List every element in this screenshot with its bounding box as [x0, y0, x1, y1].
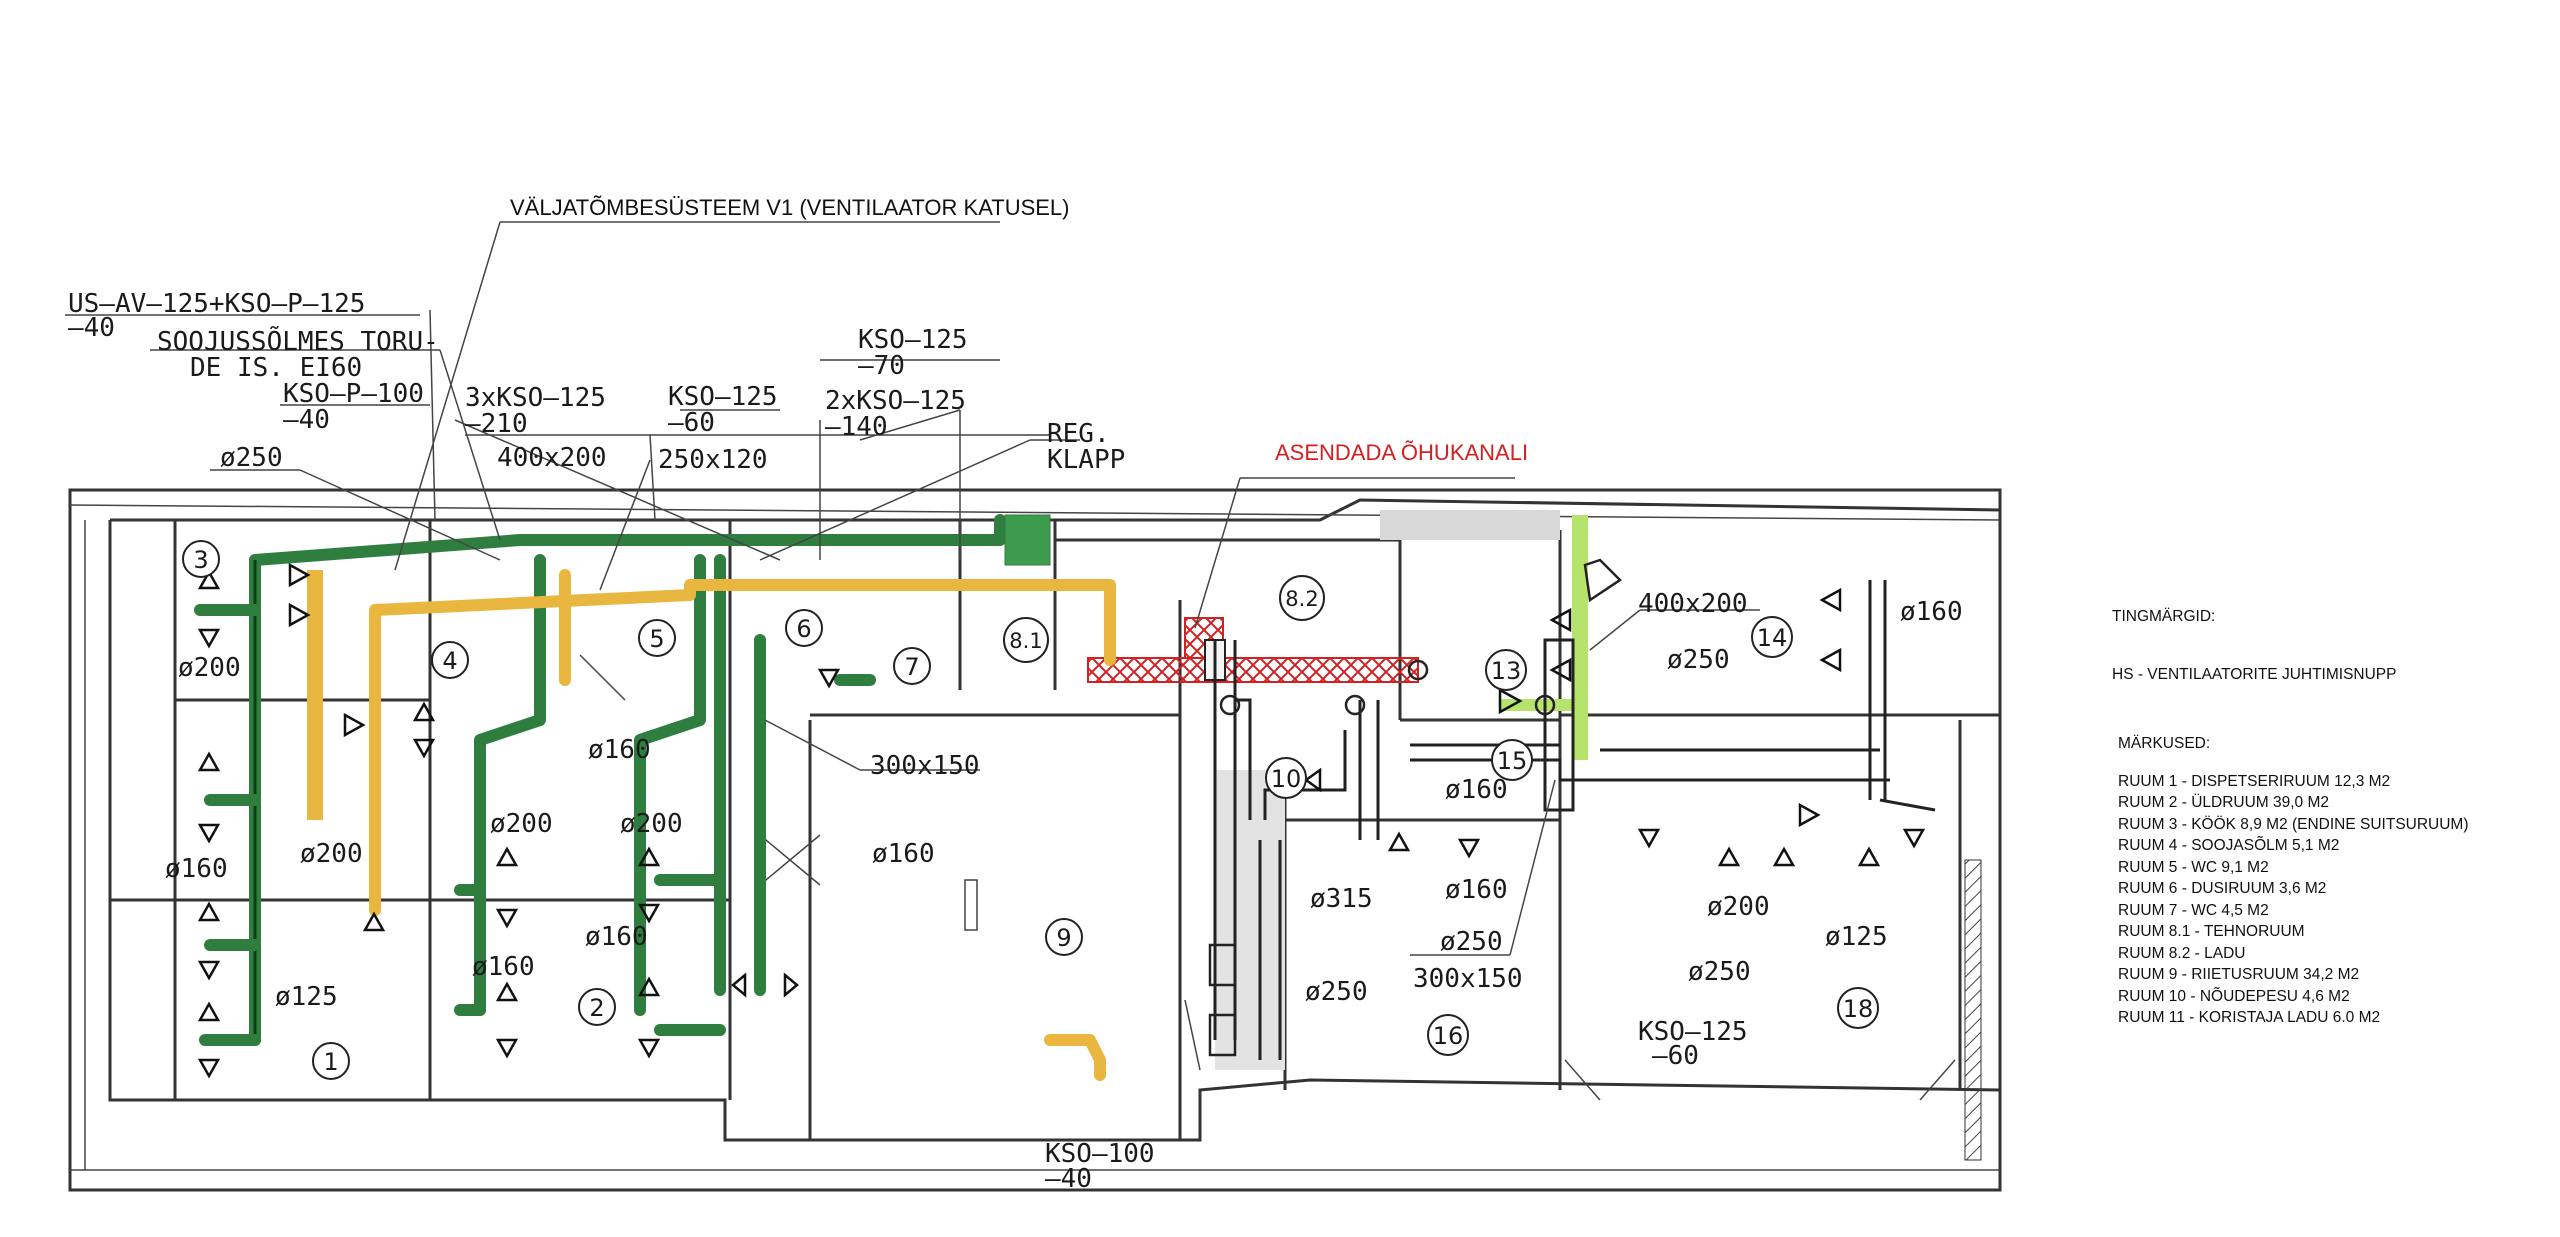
dim-d200-d: ø200	[620, 809, 683, 839]
dim-d250-c: ø250	[1440, 927, 1503, 957]
dim-kso70-2: –70	[858, 351, 905, 381]
dim-kso-p100-2: –40	[283, 405, 330, 435]
dim-kso100-1: KSO–100	[1045, 1139, 1155, 1169]
room-tags: 3 4 5 6 7 8.1 8.2 9 10 13 14 15 16 18 1 …	[182, 540, 1879, 1080]
dim-us-av-2: –40	[68, 313, 115, 343]
dim-d160-d: ø160	[472, 952, 535, 982]
dim-us-av-1: US–AV–125+KSO–P–125	[68, 289, 365, 319]
dim-400x200-b: 400x200	[1638, 589, 1748, 619]
legend-item: RUUM 7 - WC 4,5 M2	[2118, 901, 2269, 919]
dim-3xkso-2: –210	[465, 409, 528, 439]
dim-kso60-1: KSO–125	[668, 382, 778, 412]
replace-duct-note: ASENDADA ÕHUKANALI	[1275, 440, 1528, 465]
system-title: VÄLJATÕMBESÜSTEEM V1 (VENTILAATOR KATUSE…	[510, 195, 1070, 220]
dim-kso140-1: 2xKSO–125	[825, 386, 966, 416]
dim-d160-f: ø160	[1900, 597, 1963, 627]
room-tag-3: 3	[193, 546, 208, 574]
legend-item: RUUM 2 - ÜLDRUUM 39,0 M2	[2118, 794, 2330, 811]
dim-d200-c: ø200	[490, 809, 553, 839]
dim-d250-b: ø250	[1667, 645, 1730, 675]
dim-300x150-a: 300x150	[870, 751, 980, 781]
legend-panel: TINGMÄRGID: HS - VENTILAATORITE JUHTIMIS…	[2112, 606, 2552, 1029]
legend-markused: MÄRKUSED:	[2118, 735, 2211, 752]
yellow-supply-ducts	[307, 569, 1116, 1081]
dim-3xkso-1: 3xKSO–125	[465, 383, 606, 413]
dim-d315: ø315	[1310, 884, 1373, 914]
dim-d250-a: ø250	[220, 443, 283, 473]
legend-item: RUUM 6 - DUSIRUUM 3,6 M2	[2118, 880, 2327, 897]
room-tag-5: 5	[649, 625, 664, 653]
dim-250x120: 250x120	[658, 445, 768, 475]
dim-kso140-2: –140	[825, 412, 888, 442]
legend-item: RUUM 9 - RIIETUSRUUM 34,2 M2	[2118, 966, 2360, 983]
dim-d200-e: ø200	[1707, 892, 1770, 922]
dim-d160-h: ø160	[1445, 875, 1508, 905]
room-tag-9: 9	[1056, 924, 1071, 952]
legend-hs: HS - VENTILAATORITE JUHTIMISNUPP	[2112, 665, 2397, 683]
room-tag-14: 14	[1757, 624, 1788, 652]
dim-kso-p100-1: KSO–P–100	[283, 379, 424, 409]
dim-sooj-1: SOOJUSSÕLMES TORU-	[157, 325, 439, 357]
room-tag-6: 6	[796, 615, 811, 643]
dim-d250-e: ø250	[1688, 957, 1751, 987]
legend-item: RUUM 8.2 - LADU	[2118, 944, 2246, 962]
dim-300x150-b: 300x150	[1413, 964, 1523, 994]
room-tag-18: 18	[1843, 995, 1874, 1023]
legend-item: RUUM 8.1 - TEHNORUUM	[2118, 923, 2305, 940]
dim-reg-1: REG.	[1047, 419, 1110, 449]
dim-kso70-1: KSO–125	[858, 325, 968, 355]
room-tag-10: 10	[1271, 765, 1302, 793]
dim-d160-g: ø160	[1445, 775, 1508, 805]
room-tag-16: 16	[1433, 1022, 1464, 1050]
air-terminal-symbols	[197, 562, 1926, 1079]
dim-400x200-a: 400x200	[497, 443, 607, 473]
legend-item: RUUM 3 - KÖÖK 8,9 M2 (ENDINE SUITSURUUM)	[2118, 815, 2469, 833]
dim-kso100-2: –40	[1045, 1164, 1092, 1194]
black-ducts	[1208, 558, 1936, 1060]
leader-lines	[65, 221, 1760, 956]
dim-kso60b-2: –60	[1652, 1041, 1699, 1071]
room-tag-15: 15	[1497, 747, 1528, 775]
room-tag-2: 2	[589, 994, 604, 1022]
legend-title: TINGMÄRGID:	[2112, 608, 2216, 625]
dim-d160-a: ø160	[588, 735, 651, 765]
room-tag-8-2: 8.2	[1285, 587, 1318, 611]
dim-kso60-2: –60	[668, 408, 715, 438]
dim-d200-b: ø200	[300, 839, 363, 869]
room-tag-13: 13	[1491, 657, 1522, 685]
room-tag-8-1: 8.1	[1009, 629, 1042, 653]
dim-d250-d: ø250	[1305, 977, 1368, 1007]
green-exhaust-ducts	[194, 514, 1588, 1046]
replacement-callout: ASENDADA ÕHUKANALI	[1275, 440, 1528, 465]
dim-d125-b: ø125	[1825, 922, 1888, 952]
dim-d160-c: ø160	[872, 839, 935, 869]
dim-sooj-2: DE IS. EI60	[190, 353, 362, 383]
dim-d125-a: ø125	[275, 982, 338, 1012]
dim-d160-e: ø160	[585, 922, 648, 952]
room-tag-7: 7	[904, 653, 919, 681]
legend-item: RUUM 4 - SOOJASÕLM 5,1 M2	[2118, 837, 2340, 854]
dim-reg-2: KLAPP	[1047, 445, 1125, 475]
dimension-labels: US–AV–125+KSO–P–125 –40 SOOJUSSÕLMES TOR…	[68, 289, 1963, 1194]
legend-item: RUUM 1 - DISPETSERIRUUM 12,3 M2	[2118, 772, 2391, 790]
legend-item: RUUM 11 - KORISTAJA LADU 6.0 M2	[2118, 1009, 2381, 1026]
room-tag-1: 1	[323, 1048, 338, 1076]
legend-item: RUUM 10 - NÕUDEPESU 4,6 M2	[2118, 987, 2350, 1005]
replacement-duct-hatched	[1087, 617, 1419, 683]
dim-d200-a: ø200	[178, 653, 241, 683]
room-tag-4: 4	[442, 647, 457, 675]
dim-kso60b-1: KSO–125	[1638, 1017, 1748, 1047]
dim-d160-b: ø160	[165, 854, 228, 884]
legend-item: RUUM 5 - WC 9,1 M2	[2118, 858, 2269, 876]
